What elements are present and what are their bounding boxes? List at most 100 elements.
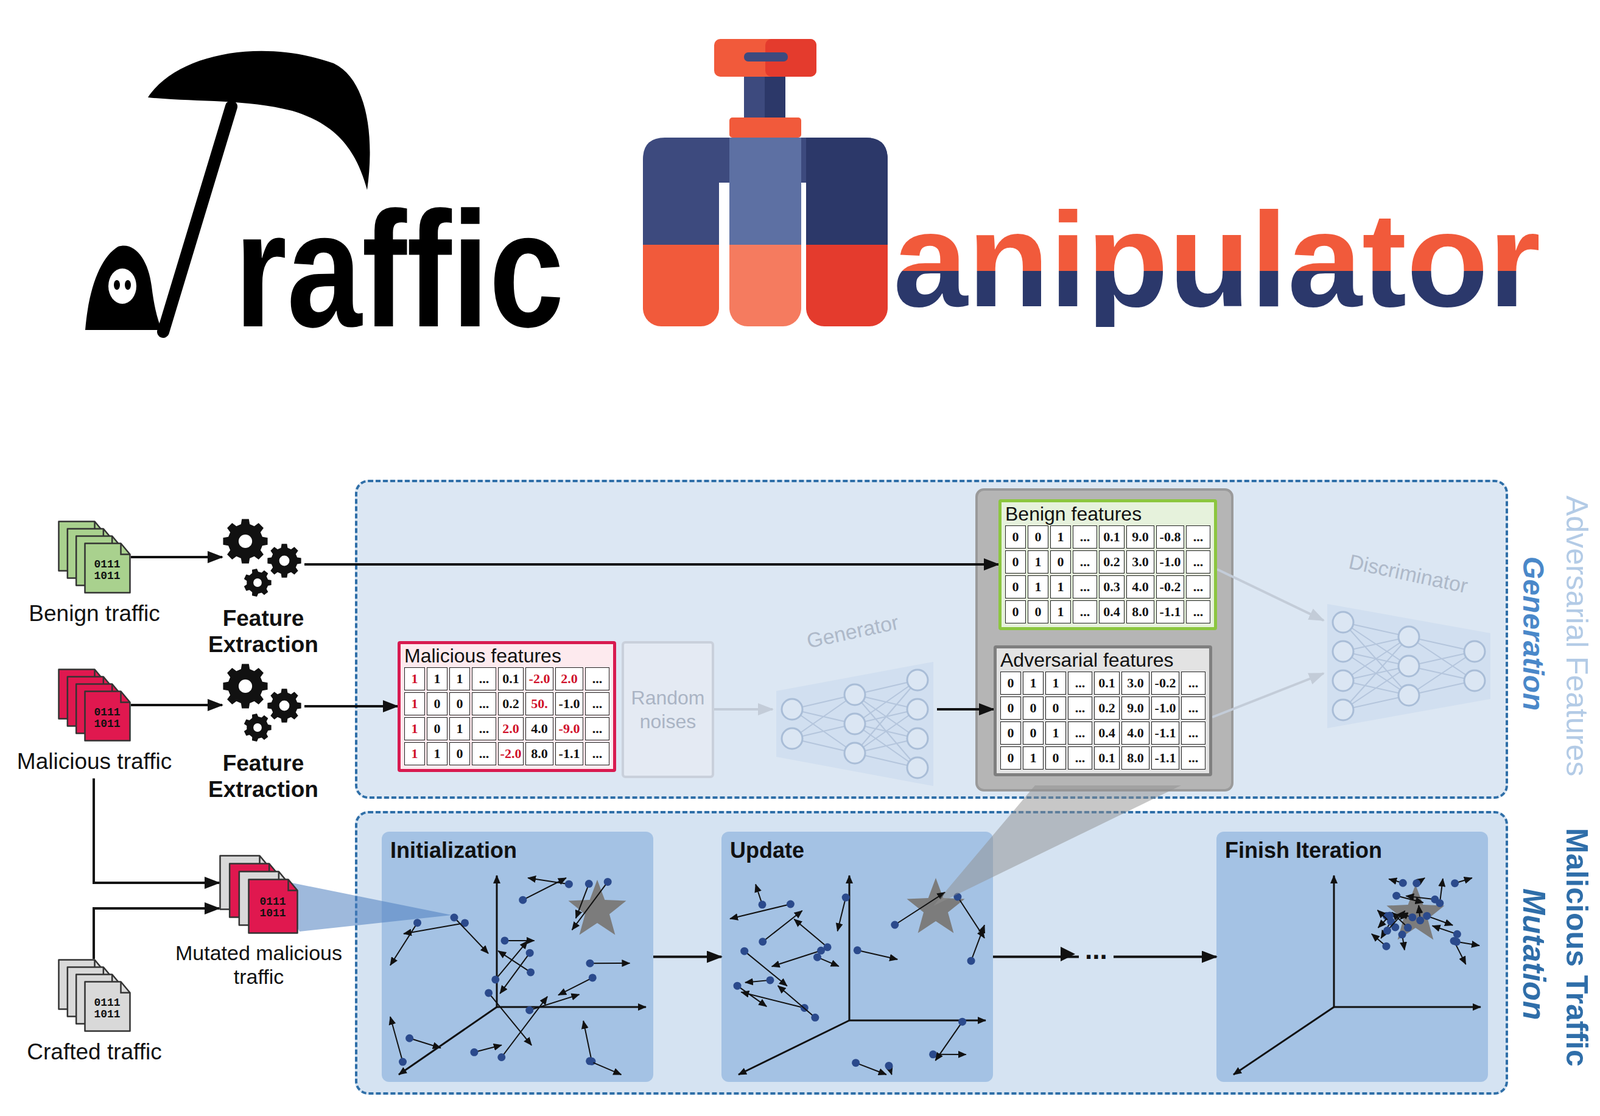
particle-vector — [527, 877, 569, 885]
icon-caption: Mutated malicious traffic — [164, 941, 354, 989]
noise-box: Random noises — [621, 641, 715, 779]
particle — [586, 959, 595, 968]
particle-vector — [589, 962, 630, 964]
claw-slot — [743, 52, 788, 62]
claw-leg — [806, 176, 888, 245]
claw-cap — [714, 38, 817, 77]
network-neuron — [844, 742, 866, 764]
network-neuron — [1332, 699, 1354, 721]
claw-body — [806, 137, 888, 183]
feature-group-frame — [976, 489, 1233, 791]
table-cell: 0 — [1000, 696, 1022, 720]
network-neuron — [1332, 611, 1354, 633]
particle — [525, 1006, 534, 1015]
table-cell: ... — [1072, 525, 1098, 549]
table-cell: 8.0 — [525, 742, 554, 766]
table-cell: ... — [585, 742, 610, 766]
particle — [823, 943, 832, 951]
table-cell: 0.4 — [1094, 721, 1120, 745]
particle-vector — [589, 1061, 622, 1075]
gear-hole — [238, 534, 253, 548]
table-grid: 001...0.19.0-0.8...010...0.23.0-1.0...01… — [1005, 525, 1211, 624]
gear — [267, 688, 301, 723]
particle-vector — [737, 985, 767, 1007]
particle-vector — [793, 919, 828, 948]
network-model: Discriminator — [1323, 553, 1495, 740]
claw-collar — [729, 117, 802, 138]
table-cell: 1 — [449, 667, 471, 691]
particle-vector — [488, 992, 533, 1046]
network-neuron — [907, 728, 928, 749]
table-cell: 9.0 — [1121, 696, 1150, 720]
plot-axis — [496, 1006, 646, 1009]
particle — [853, 946, 862, 955]
table-cell: 0 — [1005, 550, 1026, 574]
table-cell: -1.0 — [1156, 550, 1185, 574]
network-neuron — [1332, 670, 1354, 692]
table-cell: 0 — [1045, 746, 1067, 770]
plot-panel: Initialization — [381, 831, 654, 1082]
table-cell: 0.1 — [1094, 746, 1120, 770]
target-star — [568, 879, 626, 935]
network-body — [1327, 603, 1491, 729]
gear — [267, 543, 301, 578]
particle — [967, 957, 976, 965]
network-neuron — [781, 728, 803, 749]
search-space-plot — [1216, 831, 1488, 1082]
projection-cone — [933, 785, 1182, 906]
particle-vector — [499, 952, 530, 994]
table-cell: ... — [585, 717, 610, 741]
flow-arrow — [714, 708, 773, 711]
plot-panel: Update — [721, 831, 993, 1082]
table-cell: 1 — [1045, 671, 1067, 695]
network-link — [1408, 651, 1475, 696]
flow-arrow — [304, 563, 999, 566]
particle-vector — [935, 1021, 962, 1061]
particle-vector — [837, 897, 847, 931]
table-cell: -1.1 — [555, 742, 584, 766]
table-cell: 0.4 — [1098, 600, 1125, 624]
ellipsis: ... — [1078, 936, 1114, 964]
network-neuron — [1398, 684, 1420, 706]
particle-vector — [575, 884, 589, 919]
particle-vector — [572, 881, 609, 930]
target-star — [1386, 884, 1445, 940]
box-label: Random noises — [628, 686, 707, 734]
table-cell: ... — [1072, 550, 1098, 574]
table-cell: 0 — [1050, 550, 1071, 574]
table-cell: 1 — [404, 717, 425, 741]
icon-digits: 0111 1011 — [255, 896, 291, 920]
particle — [484, 988, 493, 997]
table-cell: 0 — [1005, 525, 1026, 549]
icon-digits: 0111 1011 — [89, 706, 125, 730]
table-cell: 9.0 — [1126, 525, 1155, 549]
table-cell: 50. — [525, 692, 554, 716]
plot-panel: Finish Iteration — [1216, 831, 1488, 1082]
table-cell: 0.2 — [1098, 550, 1125, 574]
particle — [1382, 942, 1390, 951]
particle — [1408, 913, 1417, 922]
icon-digits: 0111 1011 — [89, 558, 125, 583]
flow-arrow — [304, 705, 398, 708]
table-cell: -1.1 — [1156, 600, 1185, 624]
table-cell: ... — [1181, 721, 1206, 745]
table-cell: 1 — [1022, 746, 1044, 770]
table-cell: 4.0 — [525, 717, 554, 741]
table-cell: 0 — [426, 692, 448, 716]
table-cell: 0 — [1027, 600, 1049, 624]
particle — [1398, 930, 1407, 939]
plot-axis — [1333, 875, 1336, 1008]
feature-table: Adversarial features011...0.13.0-0.2...0… — [993, 645, 1213, 777]
table-cell: 0 — [1027, 525, 1049, 549]
flow-arrow — [93, 778, 220, 883]
particle-vector — [1427, 915, 1453, 925]
particle — [884, 1061, 893, 1070]
table-title: Benign features — [1005, 502, 1211, 526]
particle — [588, 973, 597, 982]
table-cell: -1.1 — [1151, 721, 1180, 745]
table-cell: 4.0 — [1126, 575, 1155, 599]
particle — [842, 893, 850, 902]
table-cell: ... — [1067, 696, 1093, 720]
particle — [1416, 916, 1425, 925]
particle — [765, 975, 774, 984]
